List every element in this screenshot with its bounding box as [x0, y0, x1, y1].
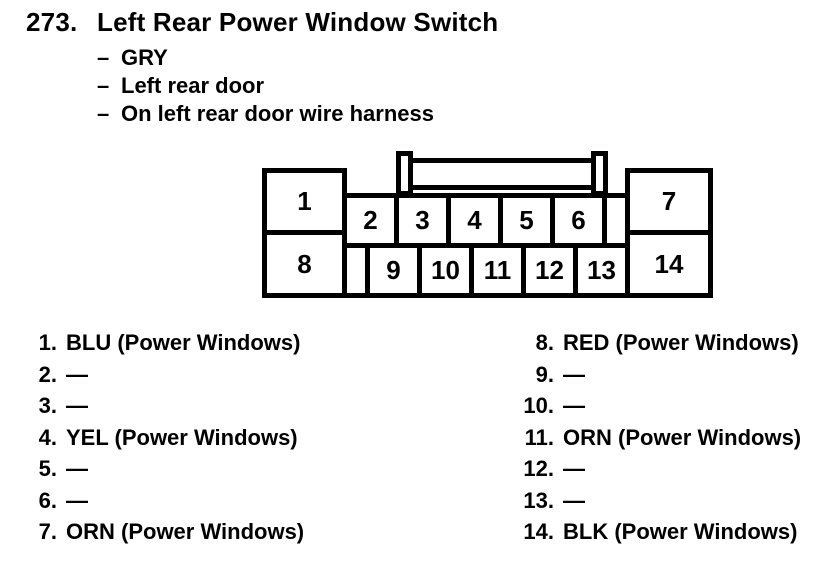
connector-pin-14: 14 [625, 230, 713, 298]
pin-legend-row: 14. BLK (Power Windows) [496, 519, 801, 551]
connector-latch-post-right [591, 151, 608, 196]
pin-wire-label: BLK (Power Windows) [563, 519, 798, 544]
pin-wire-label: YEL (Power Windows) [66, 424, 298, 450]
pin-wire-label: ORN (Power Windows) [66, 519, 305, 544]
pin-number: 6. [38, 487, 57, 513]
pin-legend-row: 10. — [496, 393, 801, 425]
pin-number: 2. [38, 361, 57, 387]
pin-number: 3. [38, 393, 57, 418]
pin-legend-left: 1. BLU (Power Windows) 2. — 3. — 4. YEL … [20, 330, 305, 551]
pin-number: 10. [523, 393, 554, 418]
pin-wire-label: ORN (Power Windows) [563, 424, 802, 450]
pin-legend-row: 4. YEL (Power Windows) [20, 425, 304, 457]
attribute-harness: On left rear door wire harness [121, 101, 434, 126]
connector-pin-4: 4 [446, 193, 503, 248]
connector-pin-8: 8 [262, 230, 347, 298]
section-heading: 273. Left Rear Power Window Switch [26, 7, 498, 38]
pin-number: 13. [523, 487, 554, 513]
connector-pin-6: 6 [550, 193, 607, 248]
connector-pin-12: 12 [521, 243, 578, 298]
pin-number: 7. [38, 519, 57, 544]
attribute-color: GRY [121, 45, 168, 70]
pin-legend-row: 13. — [496, 488, 801, 520]
page-title: Left Rear Power Window Switch [97, 7, 499, 37]
pin-legend-row: 1. BLU (Power Windows) [20, 330, 304, 362]
connector-pin-9: 9 [365, 243, 422, 298]
section-number: 273. [26, 7, 78, 37]
pin-legend-right: 8. RED (Power Windows) 9. — 10. — 11. OR… [496, 330, 801, 551]
pin-wire-label: BLU (Power Windows) [66, 330, 301, 355]
pin-legend-row: 12. — [496, 456, 801, 488]
pin-legend-row: 8. RED (Power Windows) [496, 330, 801, 362]
connector-pin-2: 2 [342, 193, 399, 248]
connector-pin-1: 1 [262, 168, 347, 235]
pin-wire-label: — [66, 393, 88, 418]
pin-wire-label: — [66, 456, 88, 481]
dash-bullet: – [97, 73, 110, 98]
connector-pin-3: 3 [394, 193, 451, 248]
pin-number: 12. [523, 456, 554, 481]
connector-pin-7: 7 [625, 168, 713, 235]
pin-wire-label: — [563, 393, 585, 418]
connector-pin-5: 5 [498, 193, 555, 248]
pin-number: 8. [535, 330, 554, 355]
pin-number: 9. [535, 361, 554, 387]
pin-legend-row: 7. ORN (Power Windows) [20, 519, 305, 551]
pin-number: 14. [523, 519, 554, 544]
connector-pin-11: 11 [469, 243, 526, 298]
attribute-row: – On left rear door wire harness [97, 101, 434, 129]
pin-number: 11. [524, 424, 554, 450]
pin-legend-row: 5. — [20, 456, 304, 488]
connector-pin-13: 13 [573, 243, 630, 298]
pin-legend-row: 6. — [20, 488, 304, 520]
dash-bullet: – [97, 45, 110, 70]
pin-wire-label: — [66, 361, 88, 387]
connector-latch-bar [405, 158, 600, 190]
pin-wire-label: — [563, 487, 585, 513]
attribute-row: – Left rear door [97, 73, 434, 101]
pin-number: 4. [38, 424, 57, 450]
connector-pin-10: 10 [417, 243, 474, 298]
pin-wire-label: — [563, 456, 585, 481]
connector-latch-post-left [396, 151, 413, 196]
pin-legend-row: 9. — [496, 362, 801, 394]
dash-bullet: – [97, 101, 110, 126]
pin-number: 5. [38, 456, 57, 481]
pin-legend-row: 11. ORN (Power Windows) [496, 424, 802, 457]
pin-legend-row: 2. — [20, 362, 304, 394]
pin-legend-row: 3. — [20, 393, 304, 425]
attribute-row: – GRY [97, 45, 434, 73]
pin-wire-label: — [563, 361, 585, 387]
pin-wire-label: RED (Power Windows) [563, 330, 799, 355]
pin-number: 1. [38, 330, 57, 355]
pin-wire-label: — [66, 487, 88, 513]
attribute-location: Left rear door [121, 73, 265, 98]
connector-attributes: – GRY – Left rear door – On left rear do… [97, 45, 434, 129]
